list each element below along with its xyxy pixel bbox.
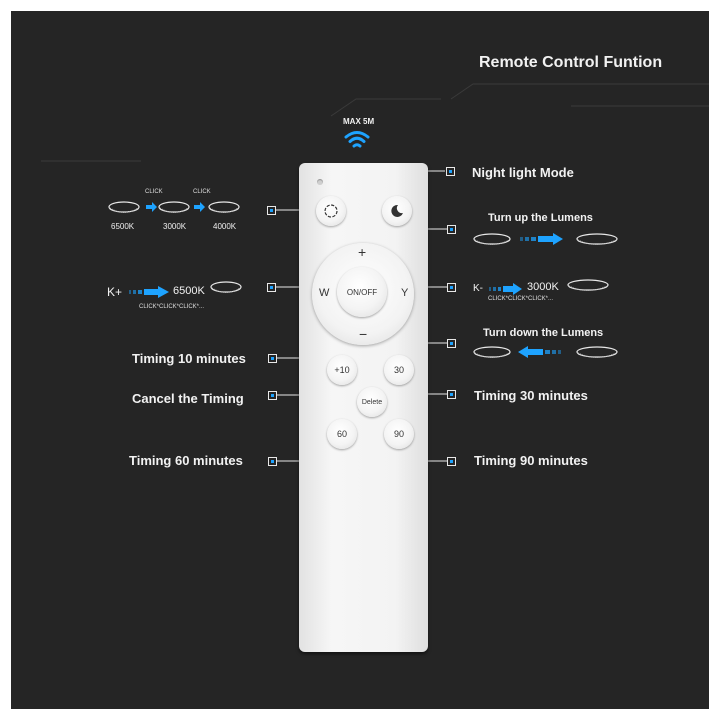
arrow-right-icon (129, 286, 169, 298)
timer-30-button[interactable]: 30 (384, 355, 414, 385)
marker-cancel (268, 391, 277, 400)
cct-cycle-button[interactable] (316, 196, 346, 226)
wifi-signal-icon (344, 131, 370, 148)
marker-night (446, 167, 455, 176)
kplus-value: 6500K (173, 285, 205, 297)
arrow-right-icon (146, 202, 157, 212)
ceiling-lamp-icon (576, 346, 618, 358)
arrow-right-icon (489, 283, 522, 295)
timer-90-button[interactable]: 90 (384, 419, 414, 449)
ceiling-lamp-icon (208, 201, 240, 213)
timing-60-label: Timing 60 minutes (129, 453, 243, 468)
cct-6500k-label: 6500K (111, 222, 135, 231)
click-label-1: CLICK (145, 189, 163, 195)
timing-90-label: Timing 90 minutes (474, 453, 588, 468)
remote-control: + − W Y ON/OFF +10 30 Delete 60 90 (299, 163, 428, 652)
ceiling-lamp-icon (473, 233, 511, 245)
marker-turn-down (447, 339, 456, 348)
marker-cycle (267, 206, 276, 215)
cct-4000k-label: 4000K (213, 222, 237, 231)
turn-up-diagram (473, 233, 618, 245)
power-button[interactable]: ON/OFF (337, 267, 387, 317)
cancel-timing-label: Cancel the Timing (132, 391, 244, 406)
marker-t30 (447, 390, 456, 399)
night-light-button[interactable] (382, 196, 412, 226)
marker-kplus (267, 283, 276, 292)
arrow-right-icon (520, 233, 563, 245)
direction-pad: + − W Y ON/OFF (312, 243, 414, 345)
turn-down-label: Turn down the Lumens (483, 327, 604, 339)
turn-down-diagram (473, 346, 618, 358)
cct-3000k-label: 3000K (163, 222, 187, 231)
page-title: Remote Control Funtion (479, 54, 663, 71)
brightness-down-button[interactable]: − (359, 326, 368, 342)
infographic-panel: Remote Control Funtion MAX 5M + − W Y ON… (11, 11, 709, 709)
night-light-label: Night light Mode (472, 165, 574, 180)
cycle-icon (324, 204, 338, 218)
marker-t10 (268, 354, 277, 363)
warm-white-button[interactable]: W (319, 287, 330, 299)
arrow-right-icon (194, 202, 205, 212)
marker-kminus (447, 283, 456, 292)
ceiling-lamp-icon (158, 201, 190, 213)
ceiling-lamp-icon (210, 281, 242, 293)
kminus-clicks: CLICK*CLICK*CLICK*... (488, 296, 554, 302)
ceiling-lamp-icon (108, 201, 140, 213)
marker-t60 (268, 457, 277, 466)
marker-t90 (447, 457, 456, 466)
cool-white-button[interactable]: Y (401, 287, 409, 299)
indicator-led (317, 179, 323, 185)
arrow-left-icon (518, 346, 561, 358)
range-label: MAX 5M (343, 117, 375, 126)
ceiling-lamp-icon (576, 233, 618, 245)
ceiling-lamp-icon (567, 279, 609, 291)
delete-timer-button[interactable]: Delete (357, 387, 387, 417)
timer-60-button[interactable]: 60 (327, 419, 357, 449)
timing-30-label: Timing 30 minutes (474, 388, 588, 403)
moon-icon (391, 204, 403, 217)
kplus-clicks: CLICK*CLICK*CLICK*... (139, 304, 205, 310)
turn-up-label: Turn up the Lumens (488, 212, 593, 224)
click-label-2: CLICK (193, 189, 211, 195)
timer-10-button[interactable]: +10 (327, 355, 357, 385)
timing-10-label: Timing 10 minutes (132, 351, 246, 366)
kplus-label: K+ (107, 285, 123, 299)
kminus-label: K- (473, 283, 483, 294)
kminus-value: 3000K (527, 281, 559, 293)
cct-cycle-diagram (108, 201, 240, 213)
brightness-up-button[interactable]: + (358, 244, 367, 260)
ceiling-lamp-icon (473, 346, 511, 358)
marker-turn-up (447, 225, 456, 234)
